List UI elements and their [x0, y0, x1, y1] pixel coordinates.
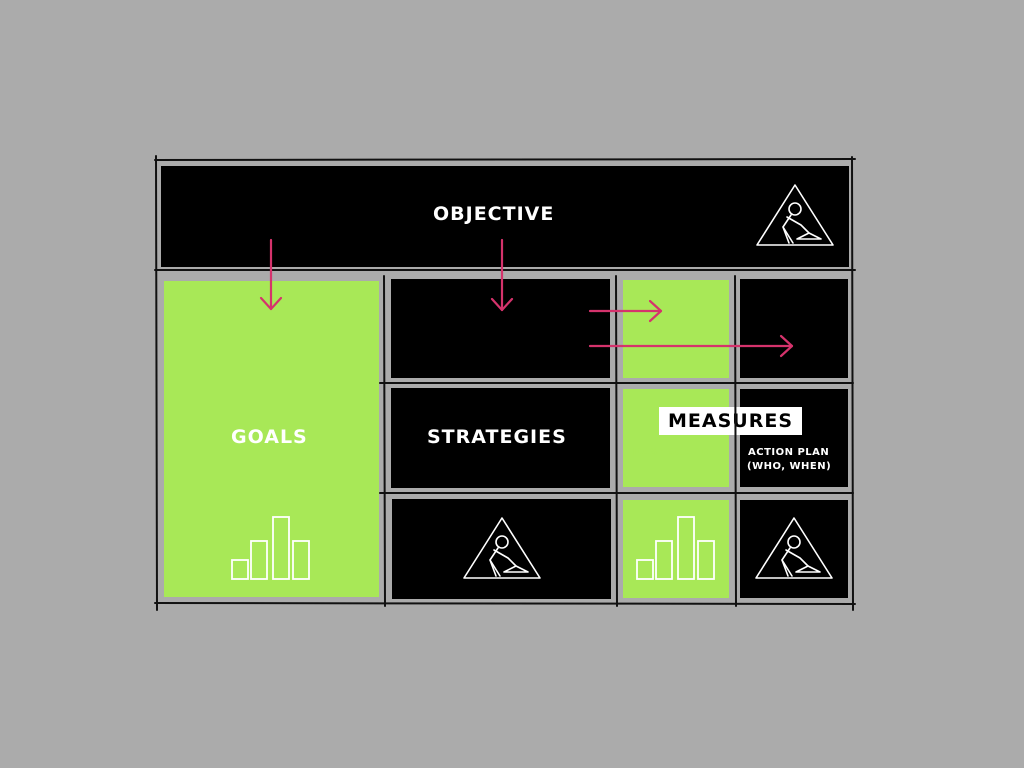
strategies-label: STRATEGIES [427, 426, 567, 448]
action-plan-sub: (WHO, WHEN) [747, 461, 832, 472]
action-plan-label: ACTION PLAN [748, 447, 830, 458]
measures-top-panel [623, 280, 729, 378]
measures-label: MEASURES [659, 407, 802, 435]
strategies-bottom-panel [392, 499, 611, 599]
action-bottom-panel [740, 500, 848, 598]
objective-label: OBJECTIVE [433, 203, 555, 225]
action-plan-panel [740, 389, 848, 487]
strategies-panel [391, 388, 610, 488]
objective-panel [161, 166, 849, 267]
strategies-top-panel [391, 279, 610, 378]
dashboard-label: DASHBOARD [633, 447, 709, 458]
goals-label: GOALS [231, 426, 308, 448]
dashboard-panel [623, 389, 729, 487]
measures-bottom-panel [623, 500, 729, 598]
action-top-panel [740, 279, 848, 378]
goals-panel [164, 281, 379, 597]
